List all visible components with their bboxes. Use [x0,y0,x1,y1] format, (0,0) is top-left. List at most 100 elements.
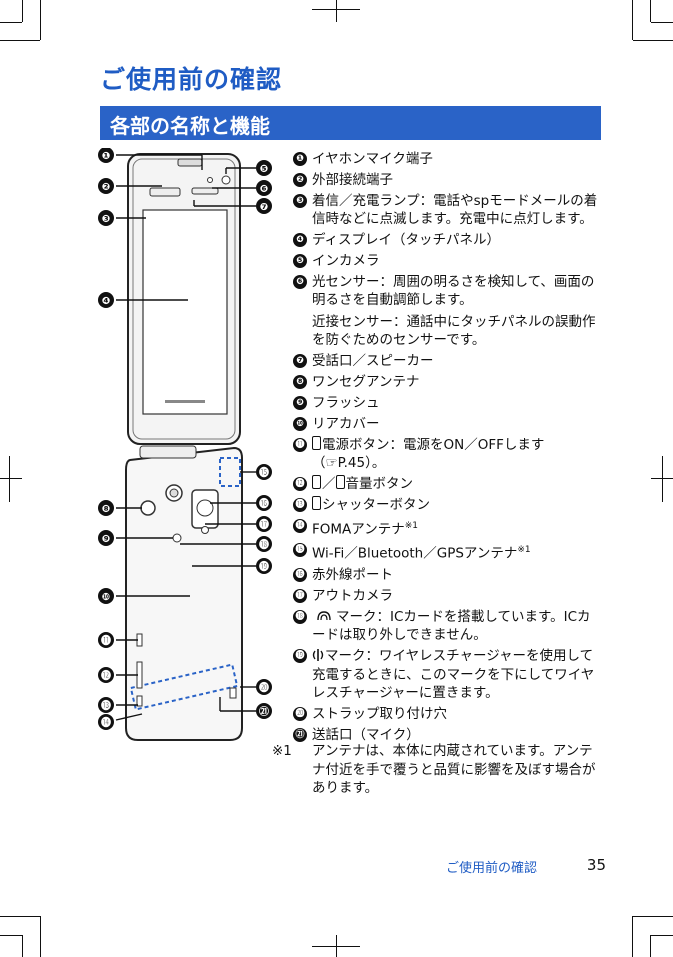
item-text: リアカバー [312,416,380,433]
item-text: アウトカメラ [312,587,393,604]
volume-down-key-icon [335,475,345,490]
list-item: ⓬ ／ 音量ボタン [292,475,604,494]
item-number: ❷ [293,172,307,187]
item-text: イヤホンマイク端子 [312,151,433,167]
callout-label-17: ⓱ [259,518,269,531]
callout-label-4: ❹ [102,296,110,307]
footnote-ref: ※1 [404,521,419,532]
item-number: ⓳ [293,649,307,664]
item-text: 着信／充電ランプ：電話やspモードメールの着信時などに点滅します。充電中に点灯し… [312,192,598,228]
volume-up-key-icon [312,475,321,490]
item-number: ❺ [293,254,307,269]
callout-badges [98,148,272,730]
section-header: 各部の名称と機能 [100,106,601,140]
item-number: ❸ [293,193,307,208]
list-item: ❼ 受話口／スピーカー [292,352,604,371]
item-number: ⓬ [293,477,307,492]
page-reference: （☞P.45）。 [312,455,386,472]
item-number: ⓫ [293,437,307,452]
power-key-icon [312,435,321,450]
item-number: ⓰ [293,567,307,582]
callout-label-3: ❸ [102,214,111,225]
list-item: ❶ イヤホンマイク端子 [292,150,604,169]
callout-label-5: ❺ [260,164,269,175]
item-text: ストラップ取り付け穴 [312,705,447,722]
item-text: 外部接続端子 [312,171,393,188]
list-item: ❽ ワンセグアンテナ [292,373,604,392]
item-number: ⓲ [293,609,307,624]
item-number: ❹ [293,233,307,248]
item-text: FOMAアンテナ [312,521,405,538]
list-item: ❹ ディスプレイ（タッチパネル） [292,231,604,250]
item-number: ⓯ [293,543,307,558]
footnote-mark: ※1 [272,743,292,759]
callout-label-12: ⓬ [101,669,111,682]
item-text: 音量ボタン [345,476,414,493]
item-number: ❻ [293,274,307,289]
item-number: ❼ [293,354,307,369]
item-text: インカメラ [312,253,380,270]
list-item: ⓯ Wi-Fi／Bluetooth／GPSアンテナ※1 [292,541,604,563]
item-text: ワンセグアンテナ [312,374,420,391]
list-item: ⓮ FOMAアンテナ※1 [292,517,604,539]
item-text: シャッターボタン [322,497,430,514]
list-item: ⓴ ストラップ取り付け穴 [292,705,604,724]
item-text: 送話口（マイク） [312,726,420,743]
callout-label-20: ⓴ [259,681,269,694]
page-footer: ご使用前の確認 35 [446,856,606,876]
phone-diagram: ❶ ❷ ❸ ❹ ❺ ❻ ❼ ❽ ❾ ❿ ⓫ ⓬ ⓭ ⓮ ⓯ ⓰ ⓱ ⓲ ⓳ ⓴ … [98,148,272,741]
item-text: マーク：ICカードを搭載しています。ICカードは取り外しできません。 [312,608,591,644]
item-number: ⓱ [293,588,307,603]
separator: ／ [322,476,336,493]
item-text: ディスプレイ（タッチパネル） [312,232,501,249]
list-item: ⓲ マーク：ICカードを搭載しています。ICカードは取り外しできません。 [292,608,604,645]
section-title: 各部の名称と機能 [110,114,270,138]
callout-label-19: ⓳ [259,560,269,573]
callout-label-2: ❷ [102,182,111,193]
item-subtext: 近接センサー：通話中にタッチパネルの誤動作を防ぐためのセンサーです。 [312,313,596,349]
item-number: ⓮ [293,519,307,534]
phone-back-illustration [125,445,243,741]
item-number: ❶ [293,152,307,166]
item-number: ⓴ [293,706,307,721]
callout-lines [115,154,256,721]
item-text: 赤外線ポート [312,566,393,583]
wireless-charge-mark-icon [312,649,324,662]
list-item: ⓭ シャッターボタン [292,496,604,515]
list-item: ⓫ 電源ボタン：電源をON／OFFします （☞P.45）。 [292,435,604,473]
item-text: 電源ボタン：電源をON／OFFします [322,436,545,453]
list-item: ⓱ アウトカメラ [292,587,604,606]
callout-label-14: ⓮ [101,716,111,729]
callout-label-15: ⓯ [259,466,269,479]
item-number: ⓭ [293,498,307,513]
callout-label-6: ❻ [260,184,268,195]
footnote-ref: ※1 [517,545,531,556]
item-text: マーク：ワイヤレスチャージャーを使用して充電するときに、このマークを下にしてワイ… [312,648,595,702]
list-item: ❷ 外部接続端子 [292,171,604,190]
list-item: ❺ インカメラ [292,252,604,271]
phone-front-illustration [127,153,241,445]
footnote-text: アンテナは、本体に内蔵されています。アンテナ付近を手で覆うと品質に影響を及ぼす場… [312,743,596,796]
list-item: ❸ 着信／充電ランプ：電話やspモードメールの着信時などに点滅します。充電中に点灯… [292,192,604,229]
list-item: ❿ リアカバー [292,415,604,434]
list-item: ⓳ マーク：ワイヤレスチャージャーを使用して充電するときに、このマークを下にしてワ… [292,647,604,703]
footnote: ※1 アンテナは、本体に内蔵されています。アンテナ付近を手で覆うと品質に影響を及… [272,742,604,798]
item-text: Wi-Fi／Bluetooth／GPSアンテナ [312,545,518,562]
shutter-key-icon [312,496,321,511]
item-number: ❿ [293,417,307,432]
item-number: ❽ [293,375,307,390]
callout-label-13: ⓭ [101,699,111,712]
item-text: 受話口／スピーカー [312,353,434,370]
item-text: フラッシュ [312,395,380,412]
list-item: ⓰ 赤外線ポート [292,566,604,585]
page-number: 35 [586,856,606,874]
list-item: ❾ フラッシュ [292,394,604,413]
callout-label-8: ❽ [102,504,110,515]
chapter-title: ご使用前の確認 [100,65,283,94]
item-number: ❾ [293,396,307,411]
ic-card-mark-icon [317,610,331,620]
callout-label-18: ⓲ [259,538,269,551]
callout-label-7: ❼ [260,202,268,213]
